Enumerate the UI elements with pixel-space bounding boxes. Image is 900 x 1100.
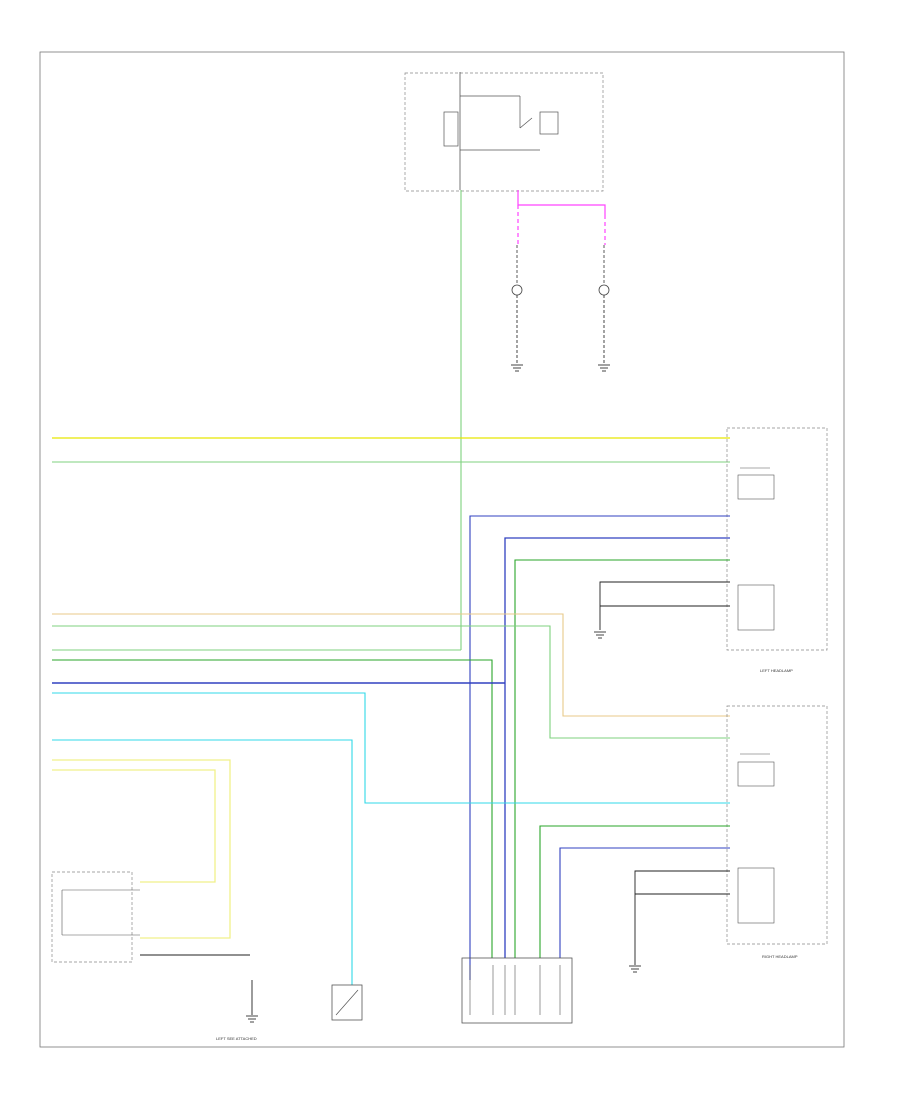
blue-wire-l1	[469, 515, 730, 980]
right-headlamp: RIGHT HEADLAMP	[726, 705, 828, 959]
diagram-border	[39, 51, 845, 1048]
left-ground-label: LEFT SEE ATTACHED	[216, 1036, 257, 1041]
left-lamp-icon	[511, 284, 523, 296]
tan-wire	[52, 613, 730, 717]
light-blue-wire-1	[52, 692, 730, 804]
turn-signal-switch	[51, 871, 140, 963]
ground-wire-left	[599, 581, 730, 630]
right-lamp-icon	[598, 284, 610, 296]
green-wire-l	[514, 559, 730, 958]
green-wire-2	[52, 659, 493, 958]
blue-wire-r	[559, 847, 730, 958]
yellow-wire-sw1	[52, 759, 231, 939]
light-blue-wire-2	[52, 739, 353, 985]
upper-lamps	[511, 245, 610, 372]
left-headlamp: LEFT HEADLAMP	[726, 427, 828, 673]
green-wire-r	[539, 825, 730, 958]
pink-wire	[517, 190, 606, 245]
ground-wire-right	[634, 870, 730, 965]
yellow-wire-sw2	[52, 769, 216, 883]
left-headlamp-label: LEFT HEADLAMP	[760, 668, 793, 673]
right-headlamp-label: RIGHT HEADLAMP	[762, 954, 798, 959]
leveling-actuator-small	[331, 984, 363, 1021]
leveling-module	[461, 957, 573, 1024]
blue-wire-l2	[504, 537, 730, 958]
fuse-block	[404, 72, 604, 192]
light-green-wire-2	[52, 625, 730, 739]
